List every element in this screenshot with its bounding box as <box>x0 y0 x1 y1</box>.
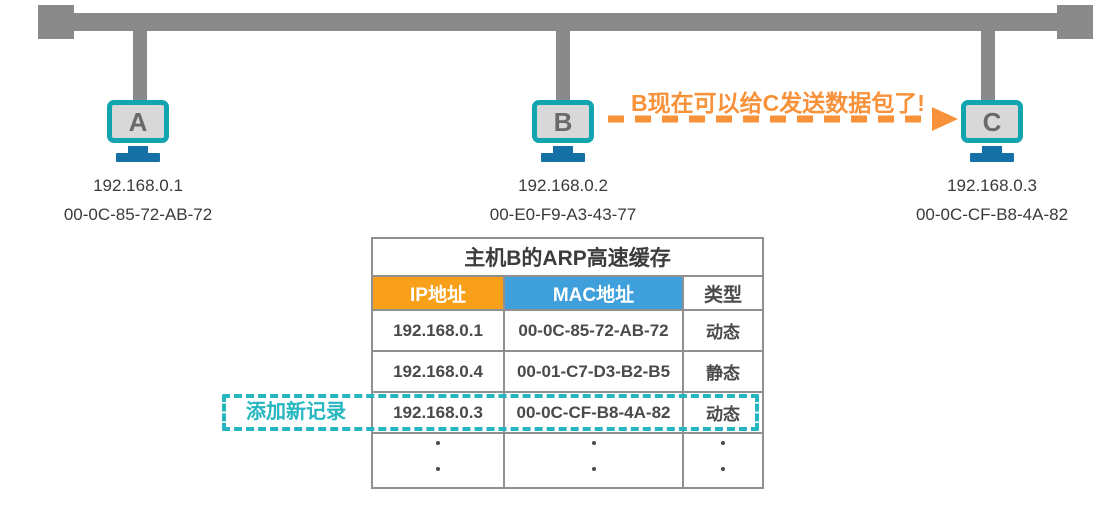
computer-icon: A <box>107 100 169 143</box>
cell-type: 动态 <box>681 309 765 352</box>
host-b-ip: 192.168.0.2 <box>518 176 608 195</box>
new-record-label: 添加新记录 <box>246 401 346 423</box>
bus-terminator-left <box>38 5 74 39</box>
ellipsis-dots <box>373 434 503 471</box>
drop-cable-a <box>133 29 147 102</box>
monitor-stand-base <box>541 153 585 162</box>
cell-type: 动态 <box>681 391 765 434</box>
arp-cache-table: 主机B的ARP高速缓存 IP地址 MAC地址 类型 192.168.0.1 00… <box>370 237 765 489</box>
column-header-type: 类型 <box>681 275 765 311</box>
host-c-mac: 00-0C-CF-B8-4A-82 <box>915 205 1069 224</box>
drop-cable-c <box>981 29 995 102</box>
computer-icon: B <box>532 100 594 143</box>
host-a-letter: A <box>128 106 148 137</box>
host-c-ip: 192.168.0.3 <box>947 176 1037 195</box>
ellipsis-dots <box>505 434 682 471</box>
cell-mac: 00-0C-CF-B8-4A-82 <box>503 391 684 434</box>
monitor-stand-neck <box>982 146 1002 153</box>
host-b-letter: B <box>553 106 573 137</box>
cell-ip: 192.168.0.3 <box>371 391 505 434</box>
host-a: A 192.168.0.1 00-0C-85-72-AB-72 <box>28 100 248 225</box>
host-b: B 192.168.0.2 00-E0-F9-A3-43-77 <box>453 100 673 225</box>
host-c: C 192.168.0.3 00-0C-CF-B8-4A-82 <box>882 100 1098 225</box>
table-row: 192.168.0.4 00-01-C7-D3-B2-B5 静态 <box>371 350 765 393</box>
network-bus <box>50 13 1070 31</box>
cell-type: 静态 <box>681 350 765 393</box>
host-a-mac: 00-0C-85-72-AB-72 <box>63 205 213 224</box>
cell-ip: 192.168.0.1 <box>371 309 505 352</box>
host-b-mac: 00-E0-F9-A3-43-77 <box>489 205 637 224</box>
monitor-stand-base <box>970 153 1014 162</box>
monitor-stand-neck <box>553 146 573 153</box>
cell-ip: 192.168.0.4 <box>371 350 505 393</box>
computer-icon: C <box>961 100 1023 143</box>
table-row: 192.168.0.1 00-0C-85-72-AB-72 动态 <box>371 309 765 352</box>
cell-mac: 00-0C-85-72-AB-72 <box>503 309 684 352</box>
table-row-new-record: 192.168.0.3 00-0C-CF-B8-4A-82 动态 <box>371 391 765 434</box>
cell-mac: 00-01-C7-D3-B2-B5 <box>503 350 684 393</box>
column-header-mac: MAC地址 <box>503 275 684 311</box>
monitor-stand-base <box>116 153 160 162</box>
monitor-stand-neck <box>128 146 148 153</box>
new-record-callout: 添加新记录 <box>222 394 759 431</box>
ellipsis-dots <box>684 434 762 471</box>
bus-terminator-right <box>1057 5 1093 39</box>
drop-cable-b <box>556 29 570 102</box>
host-c-letter: C <box>982 106 1002 137</box>
table-row-continuation <box>371 432 765 489</box>
annotation-text: B现在可以给C发送数据包了! <box>631 90 925 116</box>
arp-table-title: 主机B的ARP高速缓存 <box>370 237 765 277</box>
column-header-ip: IP地址 <box>371 275 505 311</box>
host-a-ip: 192.168.0.1 <box>93 176 183 195</box>
